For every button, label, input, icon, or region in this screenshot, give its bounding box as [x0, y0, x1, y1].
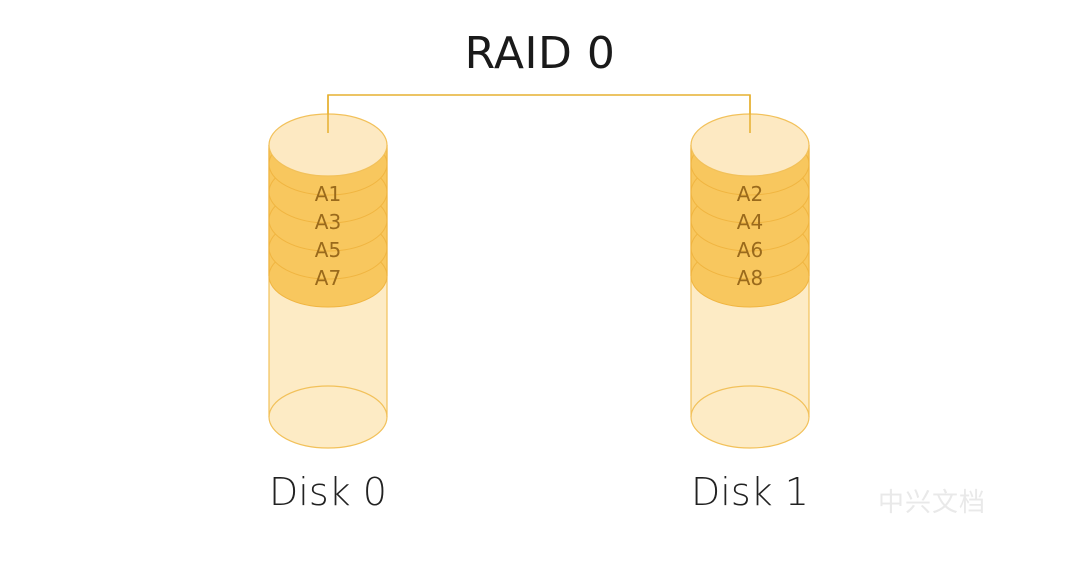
cylinder-bottom	[268, 385, 388, 449]
cylinder-bottom	[690, 385, 810, 449]
block-label: A2	[737, 182, 763, 206]
block-label: A5	[315, 238, 341, 262]
block-label: A1	[315, 182, 341, 206]
raid-connector-line	[327, 94, 751, 133]
block-label: A3	[315, 210, 341, 234]
block-label: A4	[737, 210, 763, 234]
block-label: A7	[315, 266, 341, 290]
watermark-text: 中兴文档	[878, 488, 987, 518]
disk-1-label: Disk 1	[691, 470, 809, 514]
diagram-title: RAID 0	[464, 28, 616, 79]
block-label: A6	[737, 238, 763, 262]
disk-0-label: Disk 0	[269, 470, 387, 514]
block-label: A8	[737, 266, 763, 290]
